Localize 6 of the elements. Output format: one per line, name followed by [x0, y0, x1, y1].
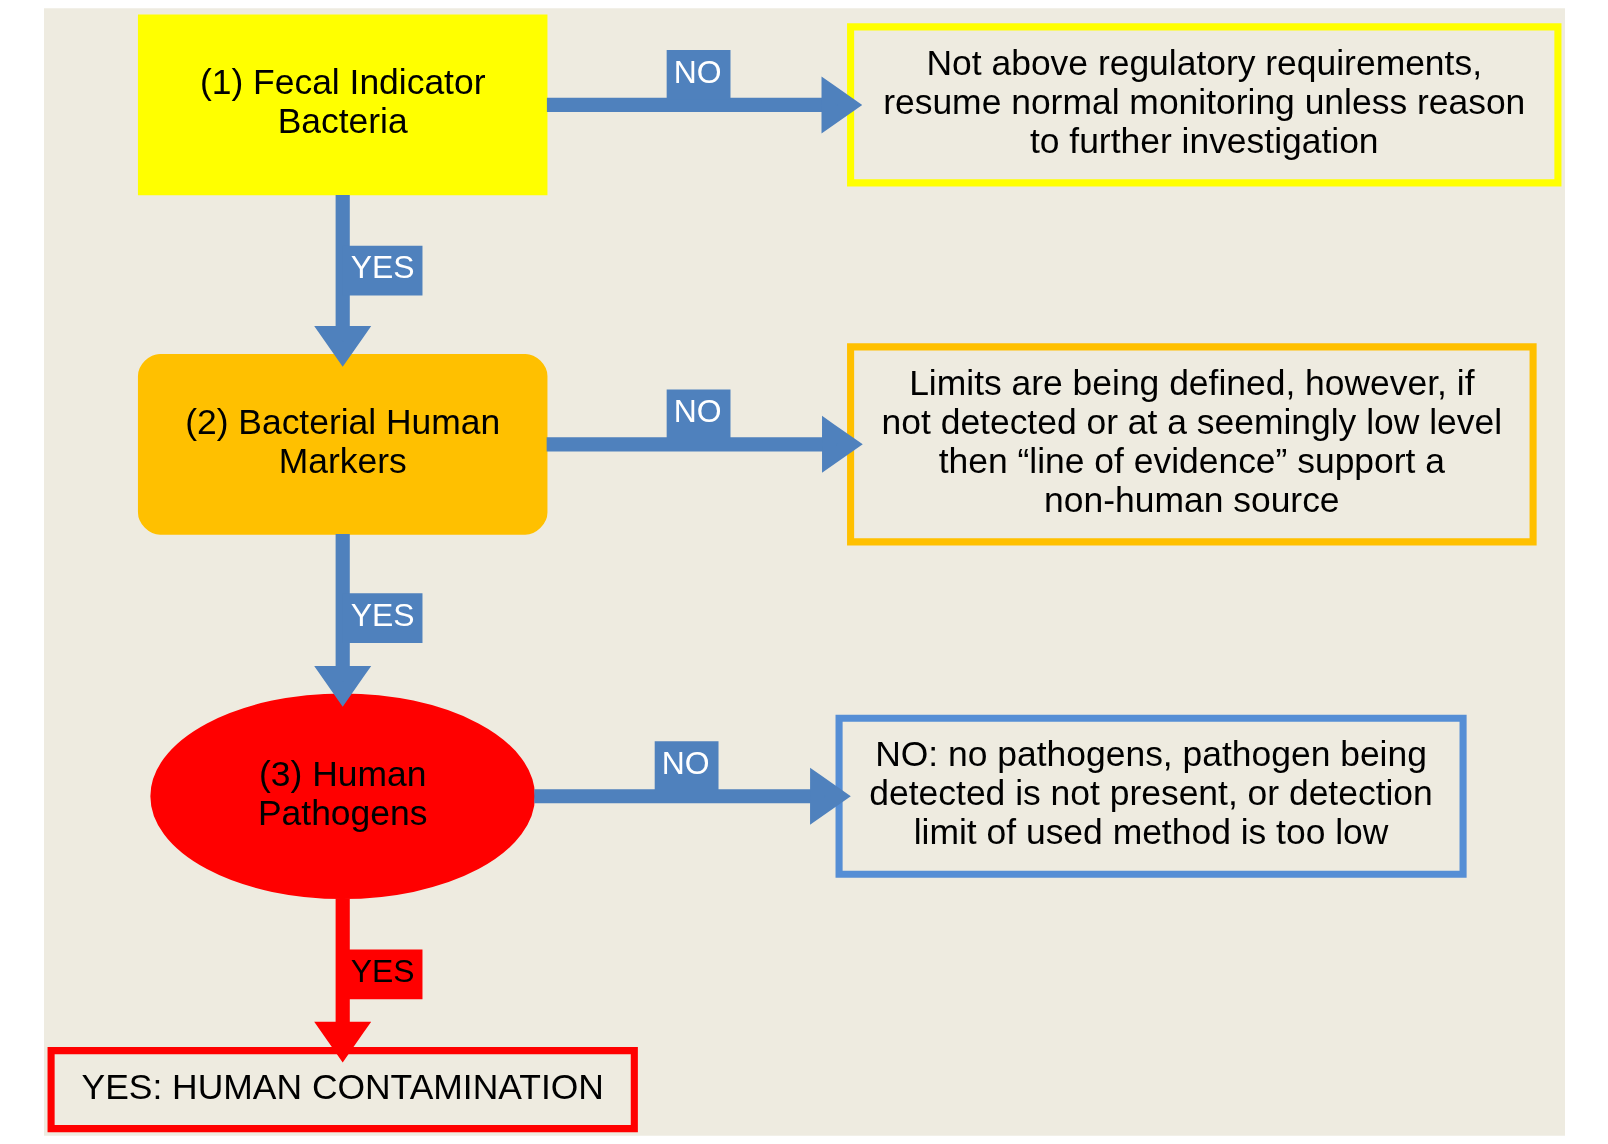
edge-label: NO [661, 744, 710, 781]
edge-label: YES [350, 596, 414, 633]
edge-label: YES [350, 249, 414, 286]
edge-label: YES [350, 953, 414, 990]
edge-label: NO [673, 53, 722, 90]
edge-label: NO [673, 393, 722, 430]
